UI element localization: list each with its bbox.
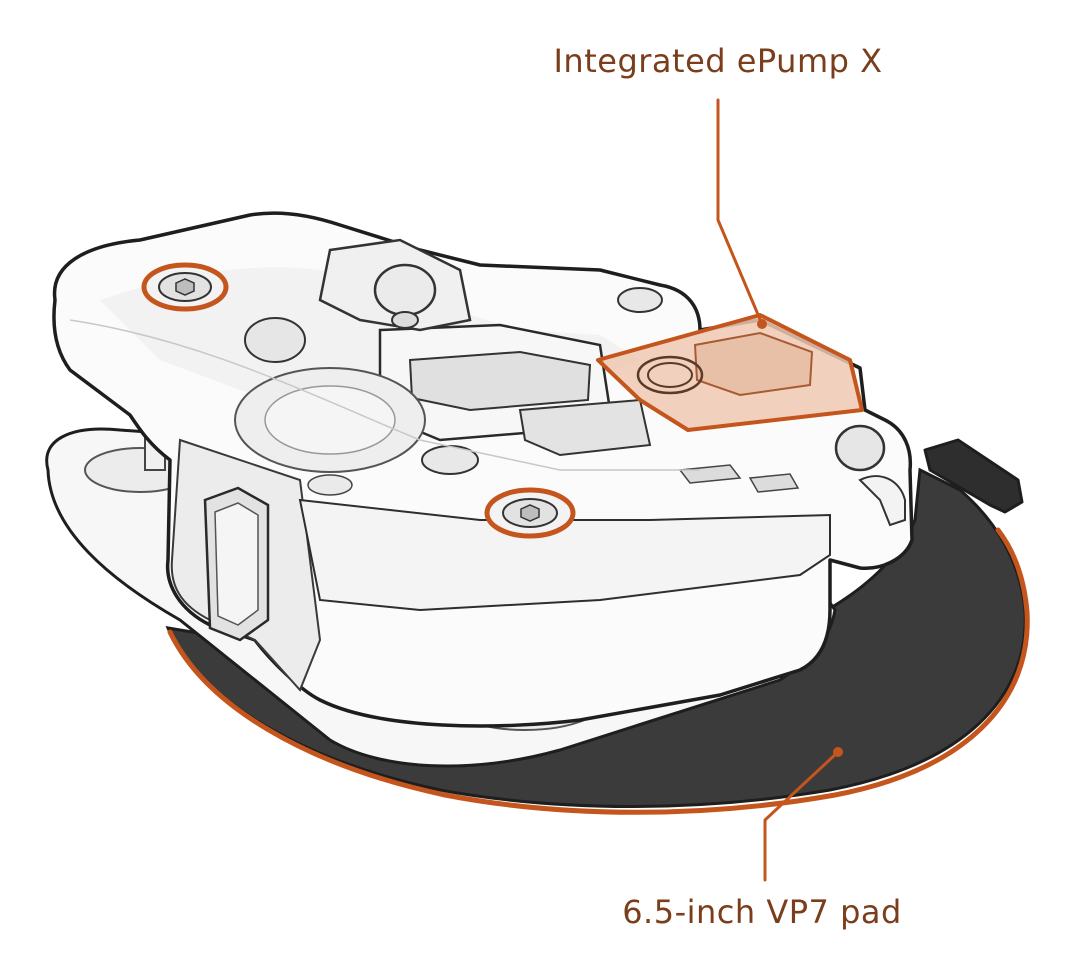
screw-front [484,487,576,539]
pump-display [693,331,814,397]
pump-button-inner [647,362,693,388]
pump-callout-label: Integrated ePump X [553,42,882,80]
pump-leader-dot [757,319,767,329]
pad-tab [923,438,1024,514]
pad-leader-dot [833,747,843,757]
right-hook [858,475,906,527]
screw-rear [141,262,229,312]
slot-right-2 [748,473,800,493]
bump-rear-far-right [834,424,886,472]
body-seam [69,319,700,471]
pad-rim-highlight [167,527,1030,815]
pad-leader-line [763,750,840,882]
pivot-screw [391,311,419,329]
center-window-top [408,350,592,412]
center-window-bottom [518,398,652,457]
pivot-knob [373,263,437,317]
bump-right-rear [617,287,663,313]
side-window-inner [214,502,259,626]
pump-leader-line [716,98,764,326]
pump-button-outer [636,355,704,395]
pad-callout-label: 6.5-inch VP7 pad [622,893,902,931]
bump-front-left [307,474,353,496]
bump-left [244,317,306,363]
pump-module [596,313,864,432]
dome-recess-inner [264,385,396,455]
